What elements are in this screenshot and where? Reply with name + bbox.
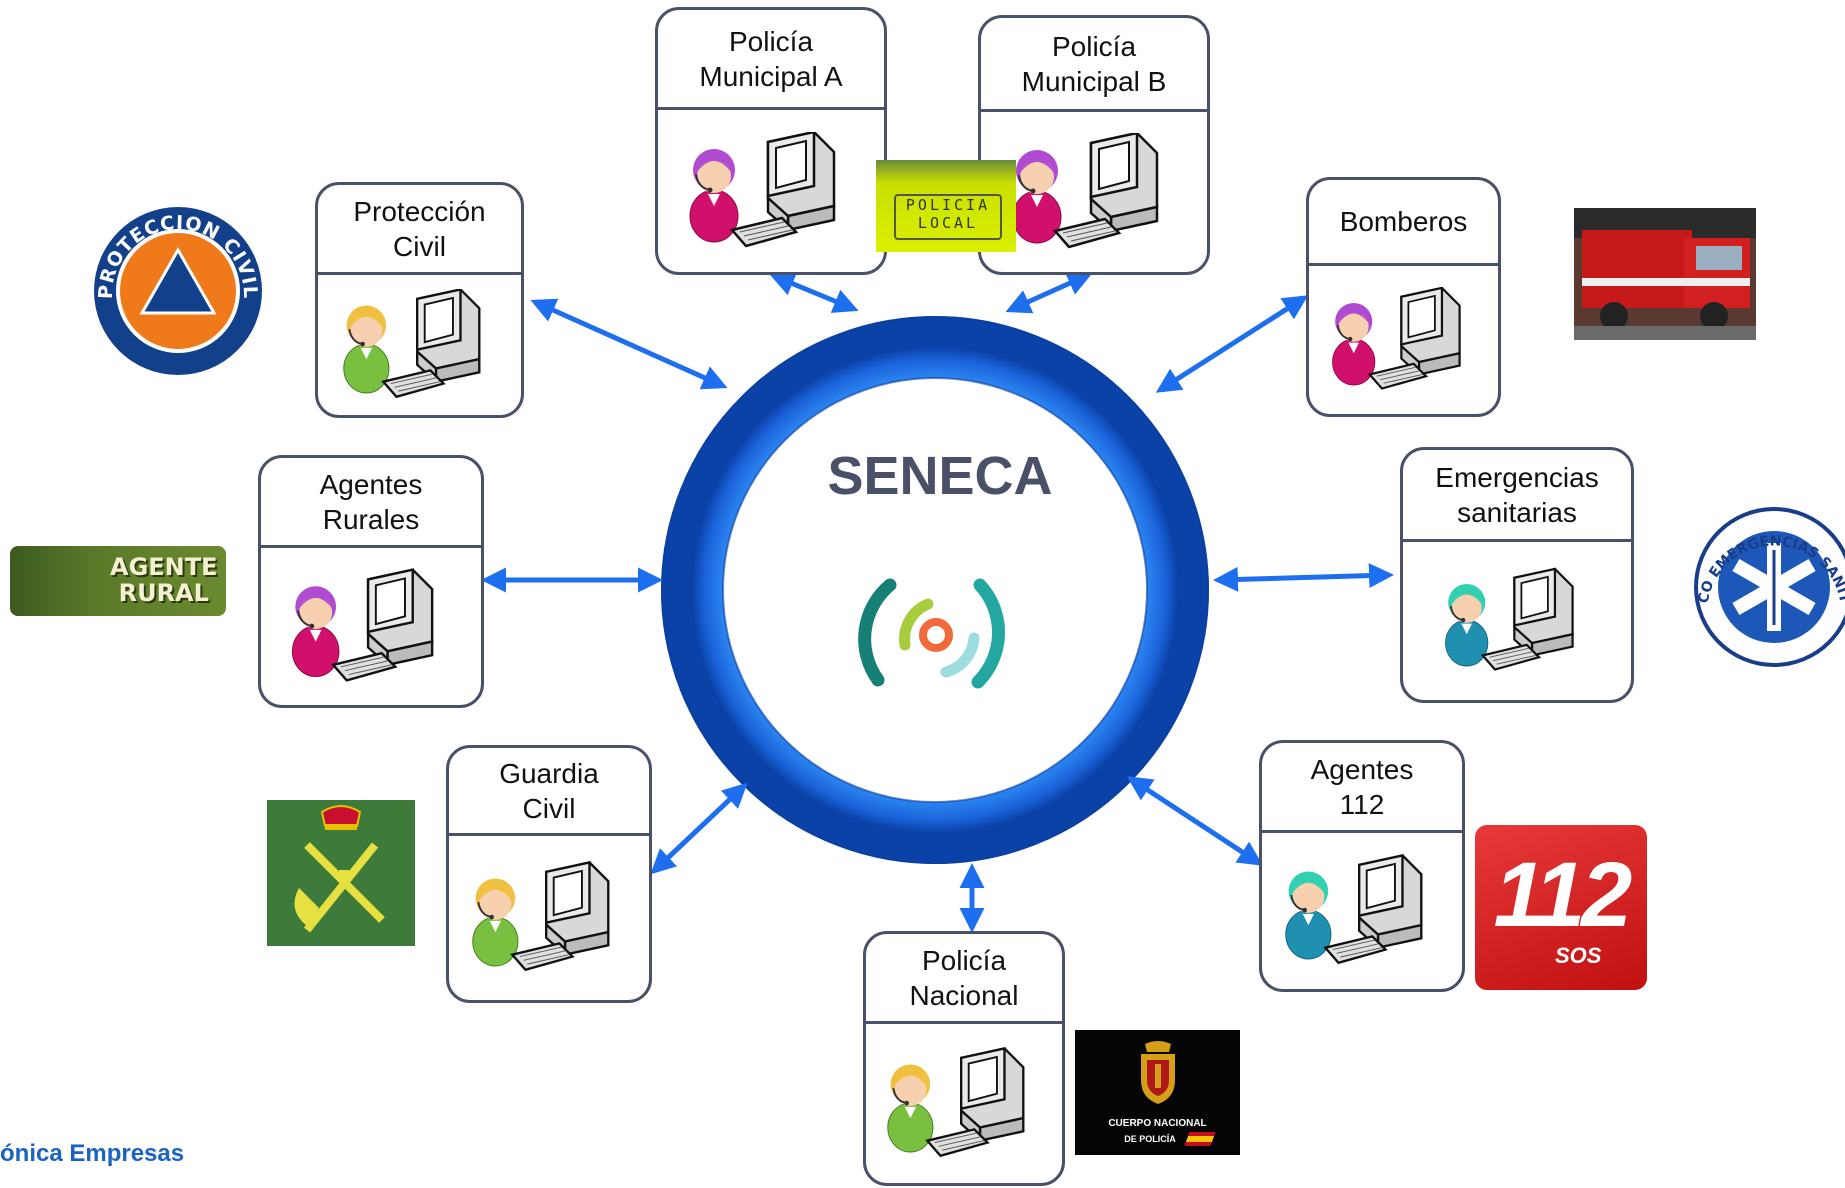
operator-workstation-icon xyxy=(689,132,836,248)
node-policia-municipal-a: Policía Municipal A xyxy=(655,7,887,275)
arrow-emergencias-sanitarias xyxy=(1213,563,1394,592)
operator-icon xyxy=(1331,302,1375,386)
node-guardia-civil: Guardia Civil xyxy=(446,745,652,1003)
operator-workstation-icon xyxy=(1445,567,1574,671)
node-label: Bomberos xyxy=(1309,180,1498,266)
agente-rural-line2: RURAL xyxy=(118,579,209,607)
computer-icon xyxy=(925,1046,1025,1157)
operator-workstation-icon xyxy=(1331,287,1461,390)
cnp-line2: DE POLICÍA xyxy=(1124,1134,1176,1144)
operator-workstation-icon xyxy=(1285,854,1423,965)
computer-icon xyxy=(729,132,836,248)
computer-icon xyxy=(1367,287,1461,390)
node-label: Agentes 112 xyxy=(1262,743,1462,833)
guardia-civil-logo xyxy=(267,800,415,946)
arrow-agentes-112 xyxy=(1126,776,1264,866)
node-emergencias-sanitarias: Emergencias sanitarias xyxy=(1400,447,1634,703)
node-label: Emergencias sanitarias xyxy=(1403,450,1631,542)
operator-workstation-icon xyxy=(1012,133,1159,249)
operator-workstation-icon xyxy=(291,567,434,682)
operator-icon xyxy=(887,1063,934,1152)
node-policia-municipal-b: Policía Municipal B xyxy=(978,15,1210,275)
node-label: Policía Nacional xyxy=(866,934,1062,1024)
seneca-ring xyxy=(661,316,1209,864)
arrow-guardia-civil xyxy=(650,782,748,875)
operator-icon xyxy=(689,149,739,243)
node-label: Protección Civil xyxy=(318,185,521,275)
112-sos: SOS xyxy=(1555,943,1602,968)
node-agentes-rurales: Agentes Rurales xyxy=(258,455,484,708)
112-number: 112 xyxy=(1493,844,1633,946)
operator-icon xyxy=(1445,583,1489,667)
operator-icon xyxy=(291,585,340,677)
node-label: Policía Municipal B xyxy=(981,18,1207,112)
seneca-signal-icon xyxy=(858,578,1006,689)
agente-rural-logo: AGENTE RURAL xyxy=(10,546,226,616)
emergencias-sanitarias-logo: TECNICO EMERGENCIAS SANITARIAS xyxy=(1690,505,1845,667)
node-label: Policía Municipal A xyxy=(658,10,884,110)
policia-local-line2: LOCAL xyxy=(917,214,979,232)
operator-workstation-icon xyxy=(472,861,610,972)
arrow-bomberos xyxy=(1155,295,1309,393)
computer-icon xyxy=(1480,567,1574,671)
footer-brand: ónica Empresas xyxy=(0,1140,185,1167)
112-logo: 112 SOS xyxy=(1475,825,1647,990)
computer-icon xyxy=(380,289,480,399)
cnp-shield-icon xyxy=(1141,1041,1175,1104)
operator-icon xyxy=(1285,871,1332,960)
operator-icon xyxy=(1012,150,1062,244)
cnp-line1: CUERPO NACIONAL xyxy=(1108,1118,1207,1129)
operator-workstation-icon xyxy=(887,1046,1025,1157)
computer-icon xyxy=(510,861,610,972)
seneca-title: SENECA xyxy=(827,446,1053,506)
node-proteccion-civil: Protección Civil xyxy=(315,182,524,418)
computer-icon xyxy=(1323,854,1423,965)
cnp-flag-icon xyxy=(1184,1132,1216,1146)
node-label: Guardia Civil xyxy=(449,748,649,836)
node-bomberos: Bomberos xyxy=(1306,177,1501,417)
agente-rural-line1: AGENTE xyxy=(110,553,218,581)
node-agentes-112: Agentes 112 xyxy=(1259,740,1465,992)
operator-icon xyxy=(472,878,519,967)
cuerpo-nacional-policia-logo: CUERPO NACIONAL DE POLICÍA xyxy=(1075,1030,1240,1155)
bomberos-truck-image xyxy=(1574,208,1756,340)
policia-local-line1: POLICIA xyxy=(905,196,991,214)
node-label: Agentes Rurales xyxy=(261,458,481,548)
node-policia-nacional: Policía Nacional xyxy=(863,931,1065,1186)
operator-workstation-icon xyxy=(342,289,480,399)
operator-icon xyxy=(342,305,389,394)
proteccion-civil-logo: PROTECCION CIVIL xyxy=(94,207,262,375)
policia-local-logo: POLICIA LOCAL xyxy=(876,160,1016,252)
arrow-policia-municipal-b xyxy=(1005,271,1093,314)
arrow-policia-municipal-a xyxy=(769,272,859,313)
computer-icon xyxy=(1052,133,1159,249)
computer-icon xyxy=(330,567,434,682)
arrow-proteccion-civil xyxy=(530,298,728,390)
